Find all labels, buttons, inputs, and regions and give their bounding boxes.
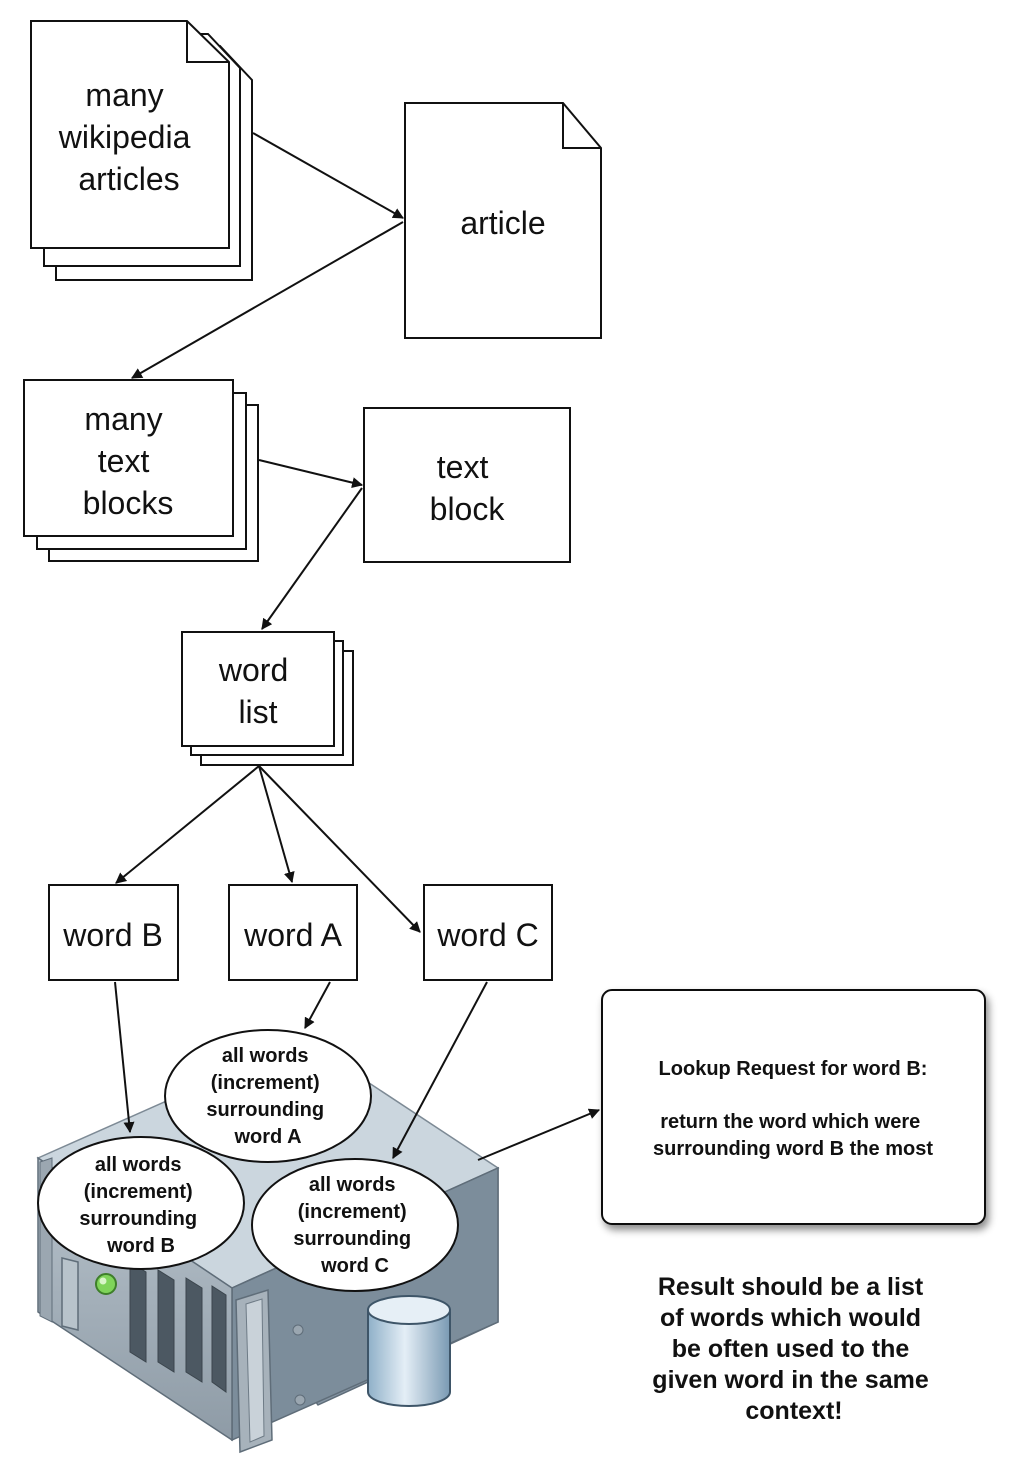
edge-word-list-to-word-c xyxy=(258,765,421,933)
counter-word-b: all words (increment) surrounding word B xyxy=(37,1136,245,1270)
counter-word-a: all words (increment) surrounding word A xyxy=(164,1029,372,1163)
edge-word-c-to-counter xyxy=(392,981,488,1159)
text-block-label: text block xyxy=(430,449,506,527)
edge-word-b-to-counter xyxy=(114,981,135,1134)
node-text-block: text block xyxy=(363,407,571,563)
lookup-title: Lookup Request for word B: xyxy=(659,1058,928,1080)
counter-word-b-label: all words (increment) surrounding word B xyxy=(79,1154,202,1257)
edge-article-to-text-blocks xyxy=(131,221,404,379)
counter-word-c-label: all words (increment) surrounding word C xyxy=(293,1174,416,1277)
document-stack-icon xyxy=(30,20,253,281)
node-word-a: word A xyxy=(228,884,358,981)
node-word-b: word B xyxy=(48,884,179,981)
word-list-label: word list xyxy=(218,652,297,730)
database-cylinder-icon xyxy=(367,1295,451,1407)
article-label: article xyxy=(460,205,545,241)
many-text-blocks-label: many text blocks xyxy=(83,401,174,521)
many-articles-label: many wikipedia articles xyxy=(58,77,200,197)
lookup-request-box: Lookup Request for word B: return the wo… xyxy=(601,989,986,1225)
edge-word-list-to-word-a xyxy=(258,765,295,884)
edge-text-blocks-to-text-block xyxy=(258,459,364,489)
node-word-c: word C xyxy=(423,884,553,981)
node-many-wikipedia-articles: many wikipedia articles xyxy=(30,20,253,281)
edge-server-to-lookup xyxy=(477,1108,601,1161)
edge-word-list-to-word-b xyxy=(115,765,260,884)
document-icon xyxy=(404,102,602,339)
led-indicator-icon xyxy=(95,1273,117,1295)
node-many-text-blocks: many text blocks xyxy=(23,379,259,562)
counter-word-c: all words (increment) surrounding word C xyxy=(251,1158,459,1292)
word-b-label: word B xyxy=(62,917,163,953)
node-article: article xyxy=(404,102,602,339)
word-a-label: word A xyxy=(243,917,342,953)
edge-text-block-to-word-list xyxy=(261,487,363,630)
edge-word-a-to-counter xyxy=(304,981,331,1029)
node-word-list: word list xyxy=(181,631,354,766)
edge-articles-to-article xyxy=(252,132,404,219)
word-c-label: word C xyxy=(436,917,538,953)
counter-word-a-label: all words (increment) surrounding word A xyxy=(206,1045,329,1148)
result-note: Result should be a list of words which w… xyxy=(652,1273,935,1425)
lookup-body: return the word which were surrounding w… xyxy=(653,1111,933,1160)
